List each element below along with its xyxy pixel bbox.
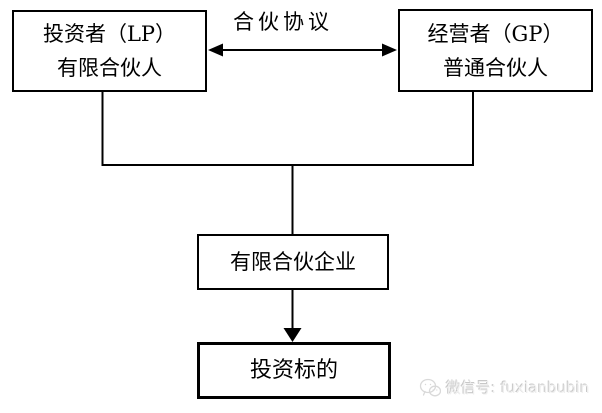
target-arrowhead-icon: [283, 328, 302, 342]
node-limited-partnership-enterprise: 有限合伙企业: [197, 234, 389, 290]
target-label: 投资标的: [249, 357, 338, 383]
node-operator-gp: 经营者（GP） 普通合伙人: [398, 9, 593, 92]
watermark-text: 微信号: fuxianbubin: [446, 379, 590, 397]
watermark: 微信号: fuxianbubin: [419, 377, 590, 398]
investor-lp-line2: 有限合伙人: [57, 56, 162, 80]
node-investor-lp: 投资者（LP） 有限合伙人: [12, 10, 207, 92]
investor-lp-line1: 投资者（LP）: [42, 22, 177, 46]
partnership-agreement-label: 合伙协议: [233, 10, 333, 34]
enterprise-label: 有限合伙企业: [230, 250, 356, 274]
operator-gp-line2: 普通合伙人: [443, 55, 548, 80]
partnership-arrowhead-left-icon: [208, 43, 223, 57]
wechat-icon: [419, 378, 441, 396]
operator-gp-line1: 经营者（GP）: [427, 21, 564, 46]
partnership-arrowhead-right-icon: [382, 43, 397, 57]
node-investment-target: 投资标的: [197, 342, 391, 399]
